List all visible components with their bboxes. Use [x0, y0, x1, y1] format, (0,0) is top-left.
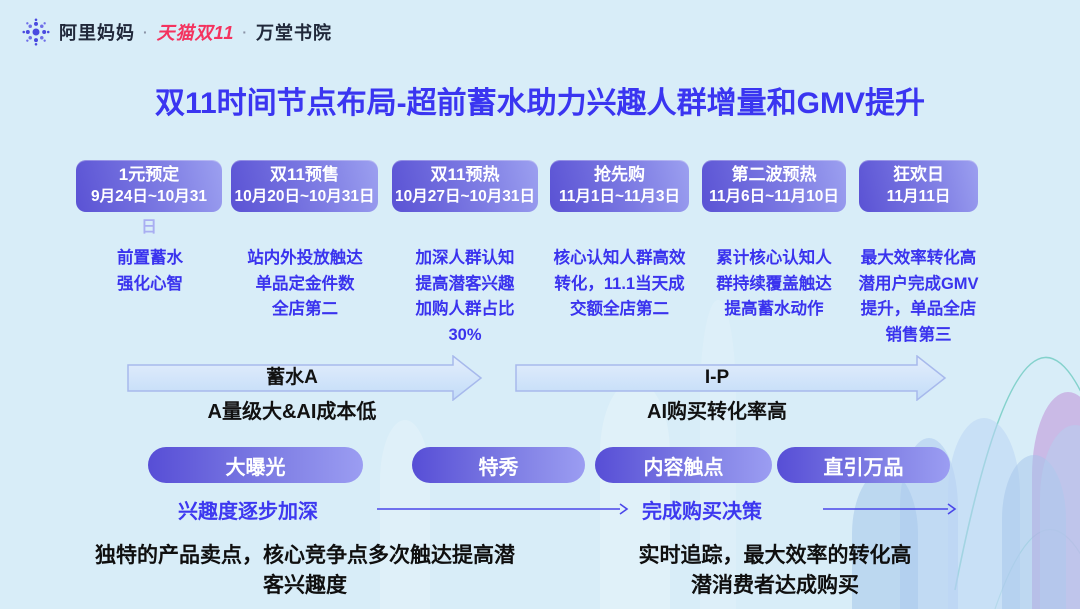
phase-date-overflow: 日	[140, 219, 157, 236]
pill-zhiyin-wanpin: 直引万品	[777, 447, 950, 483]
phase-description: 前置蓄水 强化心智	[117, 249, 183, 293]
pill-big-exposure: 大曝光	[148, 447, 363, 483]
wave-decoration-pink	[1032, 392, 1080, 609]
phase-title: 狂欢日	[893, 165, 944, 185]
flow-label-purchase: 完成购买决策	[642, 501, 762, 523]
phase-description: 累计核心认知人 群持续覆盖触达 提高蓄水动作	[716, 249, 832, 319]
stage-arrow-icon	[515, 355, 947, 401]
flow-arrow-icon	[823, 503, 957, 515]
phase-title: 1元预定	[118, 165, 180, 185]
alimama-dots-icon	[22, 18, 50, 46]
phase-box-1yuan-preorder: 1元预定 9月24日~10月31 日	[76, 160, 222, 236]
phase-date: 10月27日~10月31日	[394, 188, 535, 206]
brand-separator: ·	[143, 24, 149, 40]
footnote-right: 实时追踪，最大效率的转化高 潜消费者达成购买	[638, 544, 912, 598]
wave-decoration	[1040, 425, 1080, 609]
phase-date: 9月24日~10月31	[91, 188, 207, 206]
brand-alimama: 阿里妈妈	[59, 23, 135, 43]
phase-box-carnival-day: 狂欢日 11月11日	[859, 160, 978, 212]
flow-label-interest: 兴趣度逐步加深	[178, 501, 318, 523]
phase-title: 双11预热	[430, 165, 500, 185]
phase-description: 核心认知人群高效 转化，11.1当天成 交额全店第二	[553, 249, 686, 319]
phase-box-presale: 双11预售 10月20日~10月31日	[231, 160, 378, 212]
footnote-left: 独特的产品卖点，核心竞争点多次触达提高潜 客兴趣度	[95, 544, 515, 598]
phase-description: 加深人群认知 提高潜客兴趣 加购人群占比 30%	[415, 249, 515, 344]
pill-texiu: 特秀	[412, 447, 585, 483]
pill-content-touchpoint: 内容触点	[595, 447, 772, 483]
stage-arrow-label: 蓄水A	[266, 367, 318, 388]
stage-arrow-icon	[127, 355, 483, 401]
phase-description: 站内外投放触达 单品定金件数 全店第二	[247, 249, 363, 319]
phase-date: 11月11日	[886, 188, 951, 206]
phase-box-warmup: 双11预热 10月27日~10月31日	[392, 160, 538, 212]
phase-box-early-buy: 抢先购 11月1日~11月3日	[550, 160, 689, 212]
phase-description: 最大效率转化高 潜用户完成GMV 提升，单品全店 销售第三	[858, 249, 979, 344]
page-title: 双11时间节点布局-超前蓄水助力兴趣人群增量和GMV提升	[154, 87, 926, 120]
phase-date: 10月20日~10月31日	[234, 188, 375, 206]
stage-arrow-label: I-P	[704, 367, 730, 388]
flow-arrow-icon	[377, 503, 629, 515]
phase-title: 第二波预热	[731, 165, 817, 185]
stage-arrow-sublabel: AI购买转化率高	[647, 401, 787, 423]
phase-box-second-warmup: 第二波预热 11月6日~11月10日	[702, 160, 846, 212]
brand-header: 阿里妈妈 · 天猫双11 · 万堂书院	[22, 18, 332, 46]
wave-decoration	[1002, 455, 1066, 609]
phase-date: 11月6日~11月10日	[709, 188, 839, 206]
brand-wantang-academy: 万堂书院	[256, 23, 333, 43]
stage-arrow-sublabel: A量级大&AI成本低	[207, 401, 377, 423]
brand-separator: ·	[242, 24, 249, 40]
phase-date: 11月1日~11月3日	[558, 188, 681, 206]
brand-tmall-double11: 天猫双11	[156, 23, 235, 43]
phase-title: 抢先购	[594, 165, 645, 185]
phase-title: 双11预售	[270, 165, 339, 185]
